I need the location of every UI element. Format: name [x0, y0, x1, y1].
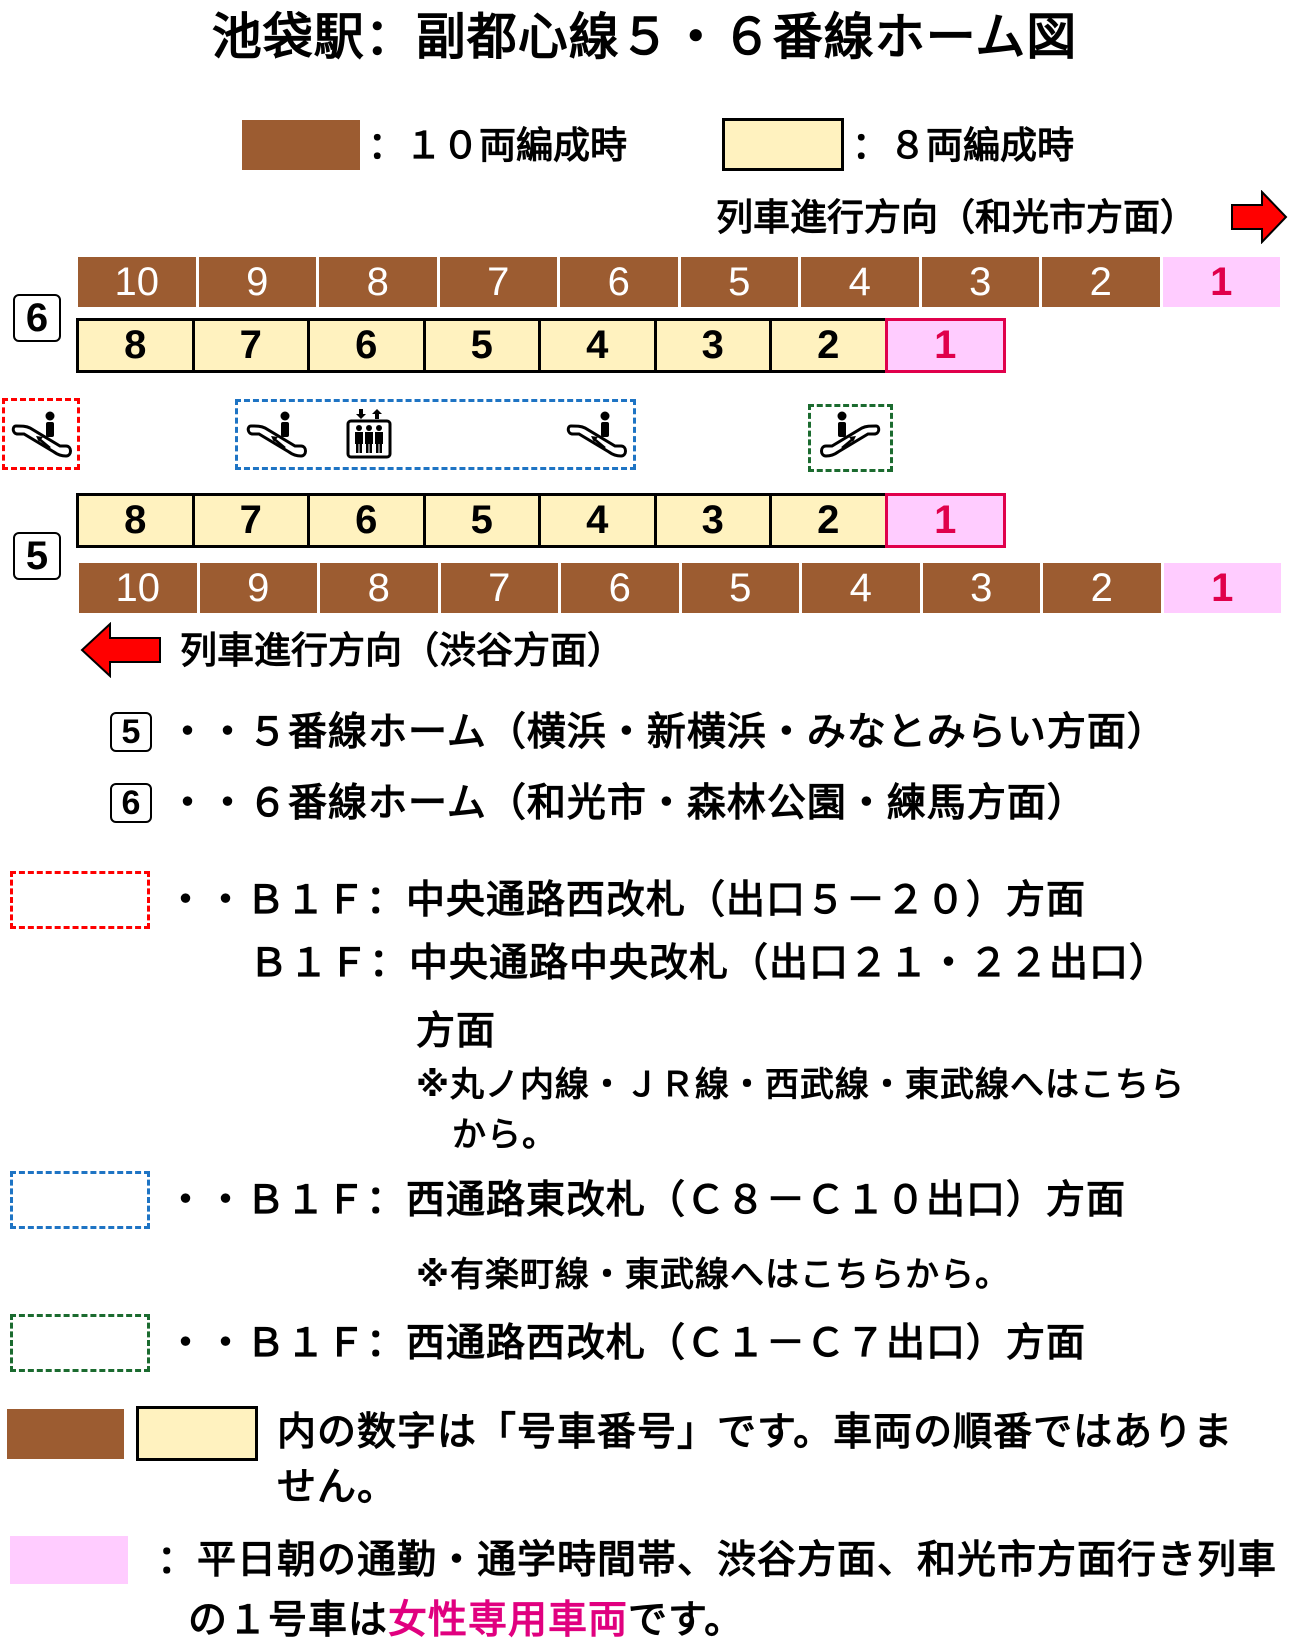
car-cell: 3: [657, 496, 772, 545]
legend-ten-car-label: ：１０両編成時: [368, 124, 627, 167]
car-cell: 5: [426, 321, 541, 370]
line-note-6-text: ・・６番線ホーム（和光市・森林公園・練馬方面）: [168, 781, 1087, 826]
car-cell: 6: [560, 257, 678, 307]
car-cell: 4: [801, 257, 919, 307]
escalator-icon: [11, 411, 72, 458]
escalator-icon: [566, 411, 627, 458]
car-cell: 6: [310, 496, 426, 545]
car-cell: 2: [1043, 563, 1161, 613]
car-cell: 3: [921, 257, 1039, 307]
car-cell: 2: [772, 321, 888, 370]
platform-5-ten-car-train: 10 9 8 7 6 5 4 3 2 1: [79, 563, 1281, 613]
car-cell: 5: [680, 257, 798, 307]
legend-eight-car-label: ：８両編成時: [852, 124, 1074, 167]
exit-group-red-box: [2, 398, 80, 470]
line-note-6-badge: 6: [110, 783, 152, 823]
car-cell: 5: [681, 563, 799, 613]
women-only-car-cell: 1: [1162, 257, 1280, 307]
exit-legend-red-swatch: [10, 871, 150, 929]
women-only-car-cell: 1: [884, 318, 1006, 373]
exit-red-line3: 方面: [416, 1009, 497, 1054]
exit-group-green-box: [808, 404, 893, 472]
car-cell: 8: [320, 563, 438, 613]
line-note-5-text: ・・５番線ホーム（横浜・新横浜・みなとみらい方面）: [168, 710, 1167, 755]
platform-6-badge: 6: [13, 294, 61, 342]
footnote-brown-swatch: [7, 1409, 124, 1459]
car-cell: 10: [78, 257, 196, 307]
exit-green-line1: ・・Ｂ１Ｆ：西通路西改札（Ｃ１－Ｃ７出口）方面: [166, 1321, 1087, 1366]
legend-ten-car-swatch: [242, 120, 360, 170]
women-only-highlight: 女性専用車両: [388, 1598, 629, 1643]
direction-shibuya-label: 列車進行方向（渋谷方面）: [180, 629, 624, 672]
footnote-yellow-swatch: [136, 1406, 258, 1461]
platform-5-eight-car-train: 8 7 6 5 4 3 2 1: [76, 493, 1006, 548]
car-cell: 5: [426, 496, 541, 545]
car-cell: 7: [195, 496, 310, 545]
car-cell: 2: [772, 496, 888, 545]
women-only-note-line1: ：平日朝の通勤・通学時間帯、渋谷方面、和光市方面行き列車: [157, 1538, 1278, 1583]
escalator-up-right-icon: [820, 411, 881, 458]
exit-red-line2: Ｂ１Ｆ：中央通路中央改札（出口２１・２２出口）: [249, 941, 1170, 986]
exit-group-blue-box: [235, 399, 636, 470]
exit-blue-line1: ・・Ｂ１Ｆ：西通路東改札（Ｃ８－Ｃ１０出口）方面: [166, 1178, 1127, 1223]
legend-eight-car-swatch: [722, 118, 844, 171]
arrow-right-icon: [1231, 190, 1288, 244]
exit-red-note2: から。: [452, 1115, 557, 1155]
car-number-note-line1: 内の数字は「号車番号」です。車両の順番ではありま: [277, 1410, 1234, 1455]
platform-5-badge: 5: [13, 532, 61, 580]
car-cell: 4: [802, 563, 920, 613]
footnote-pink-swatch: [10, 1536, 128, 1584]
car-cell: 4: [541, 496, 657, 545]
women-only-note-pre: の１号車は: [188, 1598, 389, 1643]
line-note-5-badge: 5: [110, 712, 152, 752]
car-cell: 6: [310, 321, 426, 370]
exit-legend-green-swatch: [10, 1314, 150, 1372]
car-cell: 2: [1042, 257, 1160, 307]
platform-6-ten-car-train: 10 9 8 7 6 5 4 3 2 1: [78, 257, 1280, 307]
car-cell: 7: [440, 563, 558, 613]
car-number-note-line2: せん。: [277, 1465, 398, 1510]
car-cell: 8: [319, 257, 437, 307]
exit-red-line1: ・・Ｂ１Ｆ：中央通路西改札（出口５－２０）方面: [166, 878, 1087, 923]
car-cell: 3: [922, 563, 1040, 613]
car-cell: 6: [561, 563, 679, 613]
car-cell: 9: [199, 563, 317, 613]
car-cell: 10: [79, 563, 197, 613]
exit-red-note1: ※丸ノ内線・ＪＲ線・西武線・東武線へはこちら: [416, 1065, 1186, 1105]
car-cell: 4: [541, 321, 657, 370]
direction-wakoshi-label: 列車進行方向（和光市方面）: [716, 196, 1197, 239]
arrow-left-icon: [80, 622, 161, 678]
women-only-note-line2: の１号車は女性専用車両です。: [188, 1601, 744, 1640]
exit-blue-note1: ※有楽町線・東武線へはこちらから。: [416, 1255, 1011, 1295]
car-cell: 8: [79, 496, 195, 545]
page-title: 池袋駅：副都心線５・６番線ホーム図: [211, 8, 1078, 66]
car-cell: 7: [439, 257, 557, 307]
car-cell: 8: [79, 321, 195, 370]
women-only-car-cell: 1: [1163, 563, 1281, 613]
elevator-icon: [346, 409, 392, 459]
women-only-note-post: です。: [628, 1598, 745, 1643]
exit-legend-blue-swatch: [10, 1171, 150, 1229]
women-only-car-cell: 1: [884, 493, 1006, 548]
platform-6-eight-car-train: 8 7 6 5 4 3 2 1: [76, 318, 1006, 373]
car-cell: 7: [195, 321, 310, 370]
car-cell: 3: [657, 321, 772, 370]
car-cell: 9: [198, 257, 316, 307]
escalator-icon: [246, 411, 307, 458]
